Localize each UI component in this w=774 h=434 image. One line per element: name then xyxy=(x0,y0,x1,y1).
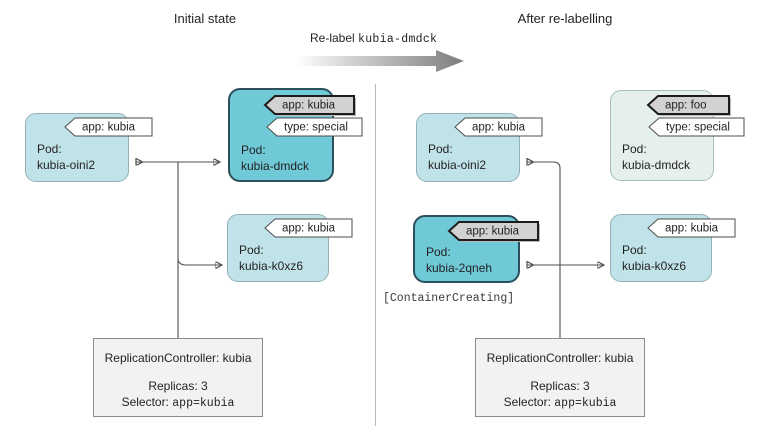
replication-controller-right[interactable]: ReplicationController: kubia Replicas: 3… xyxy=(475,338,645,417)
label-tag-text: app: kubia xyxy=(282,100,336,112)
pod-kind-label: Pod: xyxy=(426,245,451,259)
label-tag-text: app: foo xyxy=(665,100,707,112)
rc-selector-value: app=kubia xyxy=(554,397,617,410)
label-tag-type-special[interactable]: type: special xyxy=(266,117,370,139)
rc-replicas: Replicas: 3 xyxy=(148,379,208,393)
rc-selector-label: Selector: xyxy=(121,395,173,409)
pod-name: kubia-dmdck xyxy=(241,159,310,173)
pod-name: kubia-oini2 xyxy=(37,158,96,172)
label-tag-text: type: special xyxy=(666,122,730,134)
label-tag-app-kubia[interactable]: app: kubia xyxy=(647,218,743,240)
pod-name: kubia-oini2 xyxy=(428,158,487,172)
pod-kind-label: Pod: xyxy=(241,143,266,157)
label-tag-app-foo-highlight[interactable]: app: foo xyxy=(646,94,738,118)
relabel-caption: Re-label kubia-dmdck xyxy=(310,31,437,46)
relabel-caption-prefix: Re-label xyxy=(310,31,359,45)
left-panel-title: Initial state xyxy=(173,11,237,26)
label-tag-app-kubia-highlight[interactable]: app: kubia xyxy=(263,94,363,118)
label-tag-text: app: kubia xyxy=(472,122,526,134)
rc-selector-value: app=kubia xyxy=(172,397,235,410)
pod-status-note: [ContainerCreating] xyxy=(383,292,515,305)
pod-name: kubia-k0xz6 xyxy=(239,259,304,273)
rc-replicas: Replicas: 3 xyxy=(530,379,590,393)
rc-selector-label: Selector: xyxy=(503,395,555,409)
label-tag-app-kubia-highlight[interactable]: app: kubia xyxy=(447,220,547,244)
rc-selector: Selector: app=kubia xyxy=(476,395,644,410)
rc-title: ReplicationController: kubia xyxy=(486,351,634,365)
rc-selector: Selector: app=kubia xyxy=(94,395,262,410)
label-tag-text: app: kubia xyxy=(466,226,520,238)
right-arrow-gradient-icon xyxy=(296,50,464,72)
label-tag-app-kubia[interactable]: app: kubia xyxy=(264,218,360,240)
rc-title: ReplicationController: kubia xyxy=(104,351,252,365)
label-tag-app-kubia[interactable]: app: kubia xyxy=(64,117,160,139)
replication-controller-left[interactable]: ReplicationController: kubia Replicas: 3… xyxy=(93,338,263,417)
label-tag-type-special[interactable]: type: special xyxy=(648,117,752,139)
pod-kind-label: Pod: xyxy=(37,142,62,156)
label-tag-app-kubia[interactable]: app: kubia xyxy=(454,117,550,139)
pod-name: kubia-2qneh xyxy=(426,261,493,275)
label-tag-text: app: kubia xyxy=(665,223,719,235)
label-tag-text: app: kubia xyxy=(82,122,136,134)
pod-name: kubia-dmdck xyxy=(622,158,691,172)
right-panel-title: After re-labelling xyxy=(517,11,613,26)
label-tag-text: type: special xyxy=(284,122,348,134)
pod-kind-label: Pod: xyxy=(428,142,453,156)
pod-kind-label: Pod: xyxy=(622,243,647,257)
relabel-caption-target: kubia-dmdck xyxy=(358,33,438,46)
label-tag-text: app: kubia xyxy=(282,223,336,235)
pod-kind-label: Pod: xyxy=(239,243,264,257)
pod-name: kubia-k0xz6 xyxy=(622,259,687,273)
pod-kind-label: Pod: xyxy=(622,142,647,156)
panel-divider xyxy=(375,84,376,426)
